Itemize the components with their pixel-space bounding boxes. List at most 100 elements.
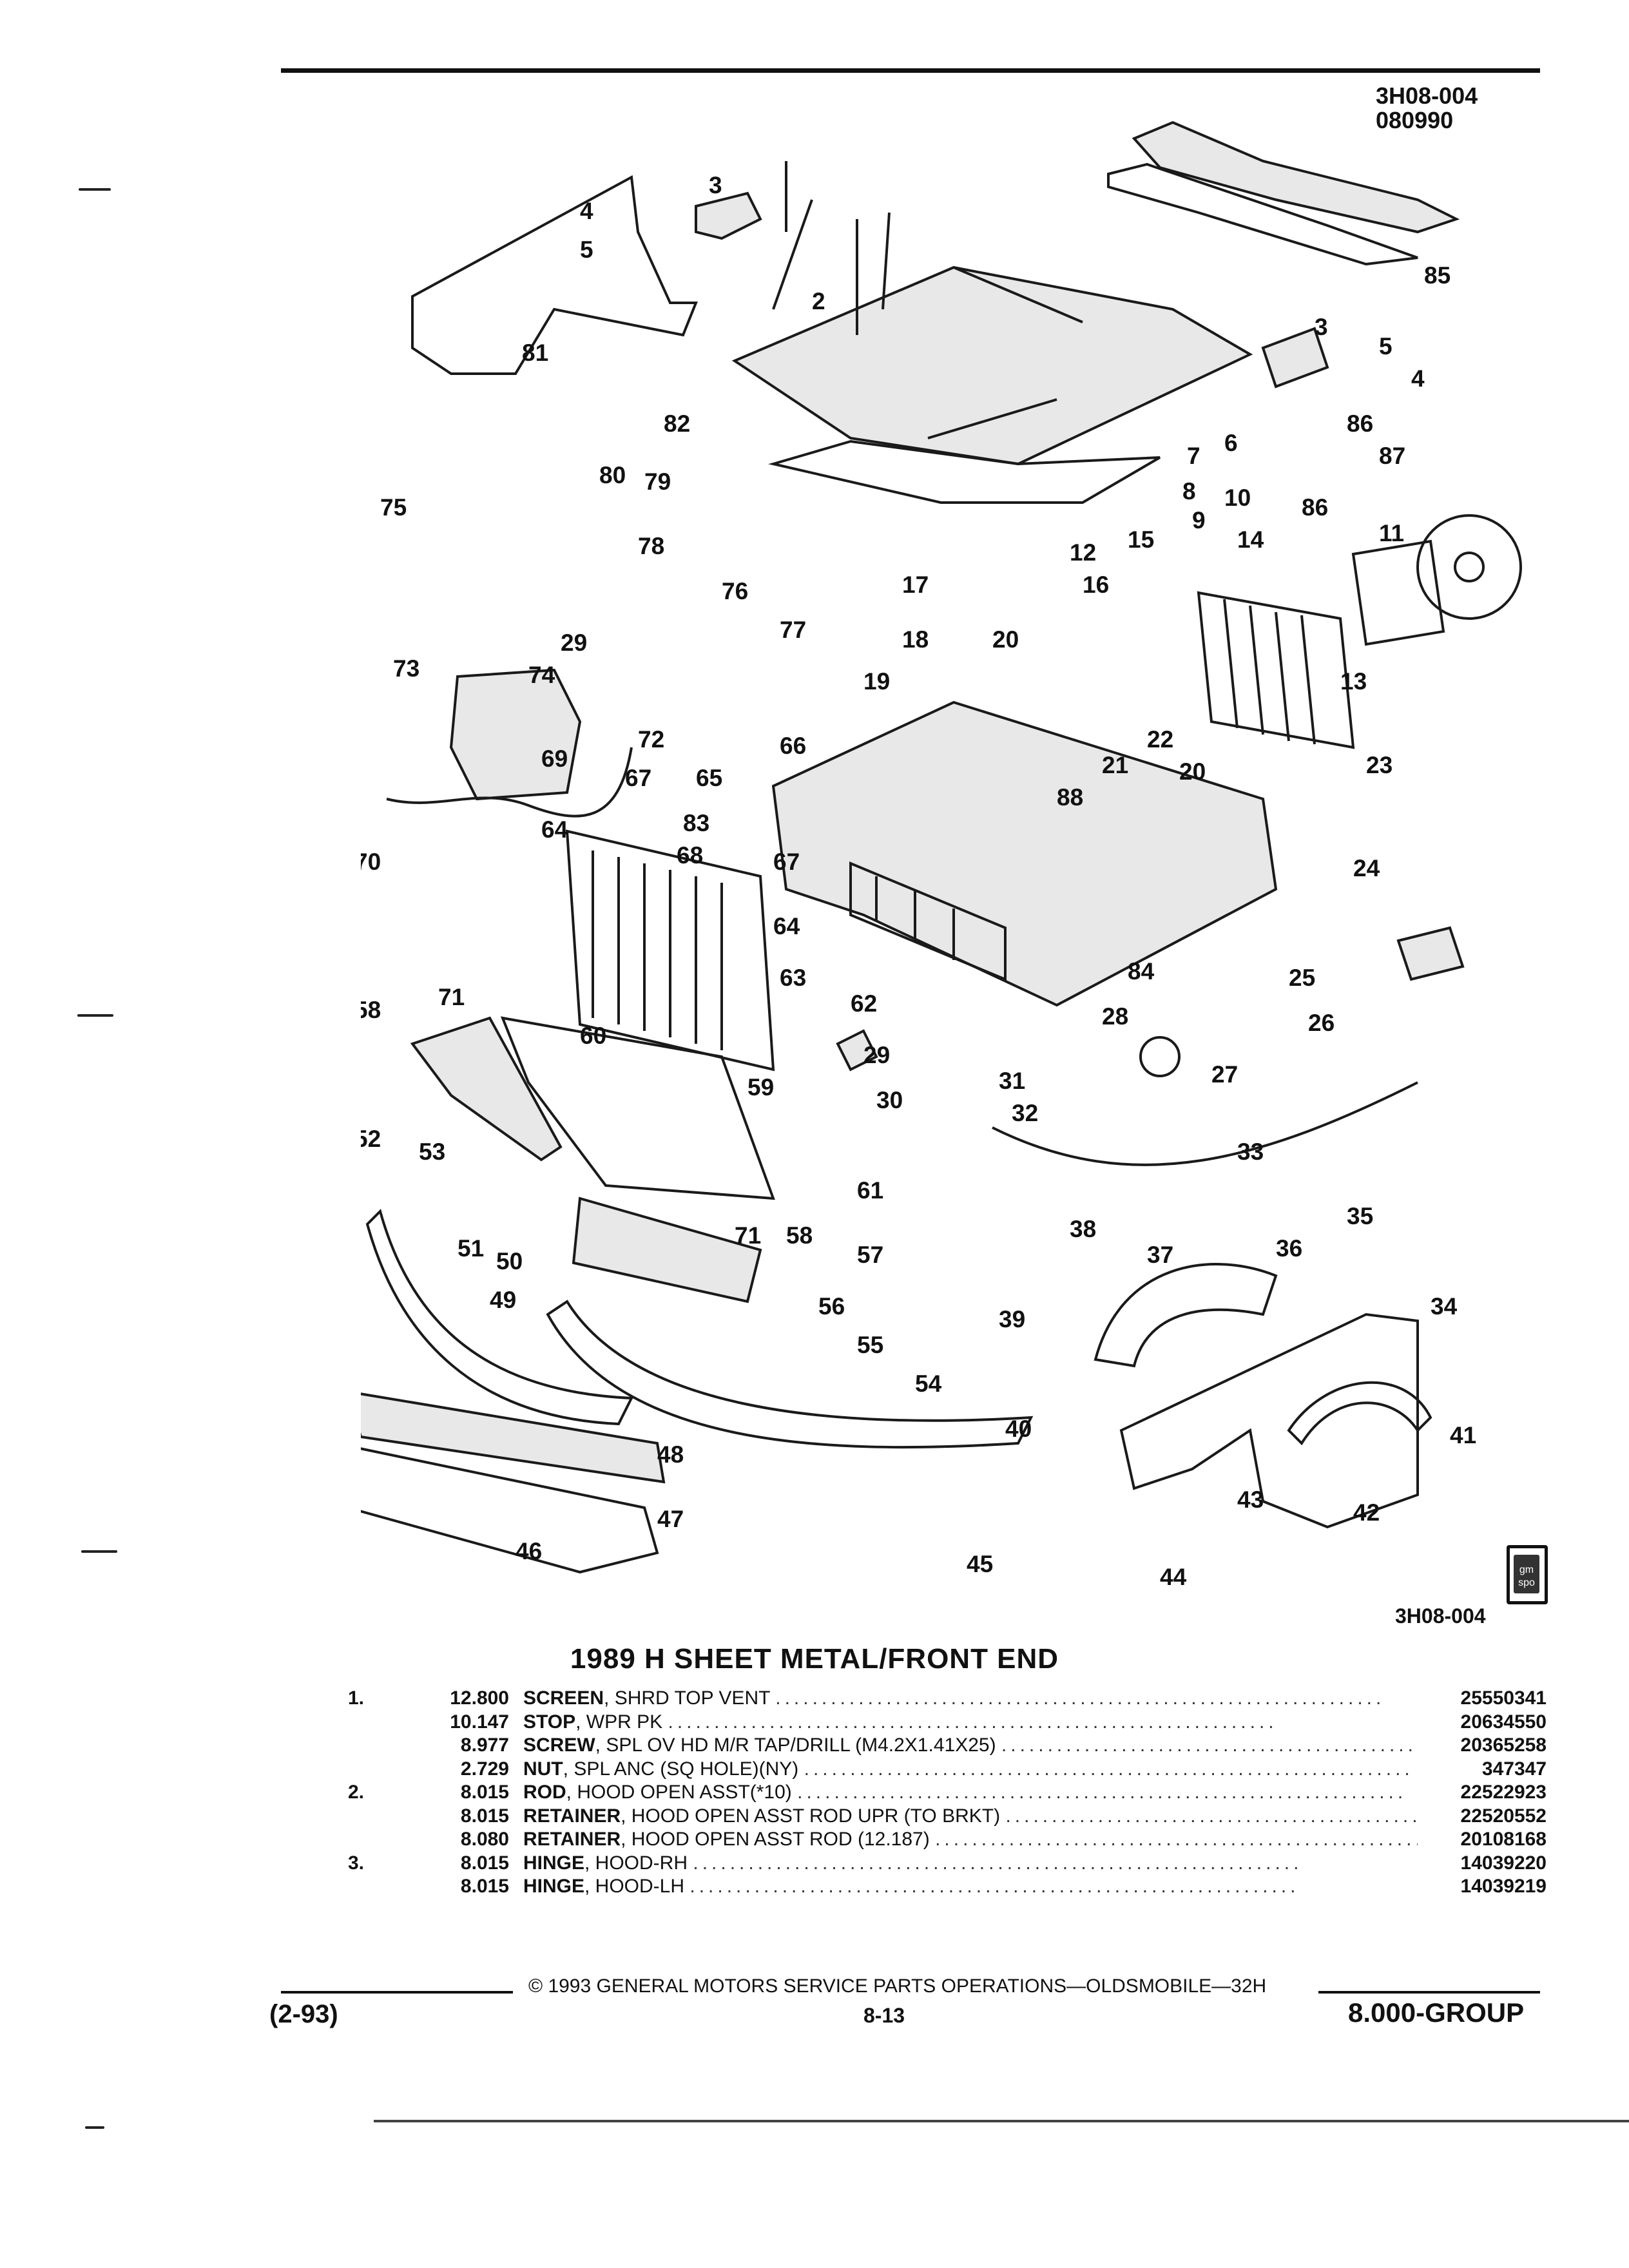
parts-row-name: RETAINER [523,1805,621,1827]
callout-68: 68 [677,842,703,869]
callout-46: 46 [516,1538,542,1564]
part-bumper-absorber [346,1390,666,1484]
parts-row-group: 8.015 [460,1805,509,1827]
callout-75: 75 [380,494,407,521]
parts-row-detail: , SHRD TOP VENT [604,1687,770,1709]
margin-punch-mark [81,1550,117,1553]
leader-dots: ........................................… [1001,1735,1418,1756]
callout-73: 73 [393,655,419,682]
parts-row: 1. 12.800 SCREEN, SHRD TOP VENT ........… [348,1687,1547,1711]
callout-67: 67 [625,765,651,791]
callout-48: 48 [657,1441,684,1468]
parts-row-index: 1. [348,1687,365,1709]
callout-59: 59 [747,1074,774,1100]
callout-42: 42 [1353,1499,1380,1526]
callout-61: 61 [857,1177,883,1204]
callout-67b: 67 [773,849,800,875]
part-bumper-reinforcement [365,1209,634,1426]
callout-9: 9 [1192,507,1206,533]
callout-71: 71 [438,984,465,1010]
callout-62: 62 [851,990,877,1017]
callout-20: 20 [992,626,1019,653]
callout-34: 34 [1431,1293,1458,1320]
top-rule [281,68,1540,73]
part-shroud-top-vent-screen [1132,120,1460,234]
callout-16: 16 [1083,572,1109,598]
parts-row-group: 8.015 [460,1876,509,1897]
footer-rule-right [1318,1991,1540,1994]
callout-82: 82 [664,410,690,437]
parts-row-name: NUT [523,1758,563,1780]
leader-dots: ........................................… [689,1876,1300,1897]
illustration-date-code: 080990 [1376,107,1454,133]
callout-85: 85 [1424,262,1451,289]
part-horn [1139,1036,1181,1077]
callout-26: 26 [1308,1010,1335,1036]
callout-49: 49 [490,1287,516,1313]
parts-row-index: 3. [348,1852,365,1874]
callout-71b: 71 [735,1222,761,1249]
callout-64: 64 [541,816,568,843]
callout-72: 72 [638,726,664,753]
callout-77: 77 [780,617,806,643]
part-hood-strut-left [772,161,813,310]
callout-labels: 1 2 3 3 4 4 5 5 6 7 8 9 10 11 12 13 14 1… [354,69,1476,1590]
callout-87: 87 [1379,443,1405,469]
callout-41: 41 [1450,1422,1476,1448]
leader-dots: ........................................… [804,1758,1414,1780]
parts-row-description: NUT, SPL ANC (SQ HOLE)(NY) .............… [523,1758,1418,1782]
callout-38: 38 [1070,1216,1096,1242]
part-fender-upper-left [411,175,698,375]
part-grille-right [572,1196,762,1303]
callout-69: 69 [541,745,568,772]
part-inner-fender [1094,1263,1278,1368]
callout-3b: 3 [1315,314,1328,340]
margin-punch-mark [79,188,111,191]
callout-88: 88 [1057,784,1083,811]
callout-15: 15 [1128,526,1154,553]
parts-row-detail: , HOOD OPEN ASST ROD UPR (TO BRKT) [621,1805,1001,1827]
callout-20b: 20 [1179,758,1206,785]
parts-row-detail: , SPL ANC (SQ HOLE)(NY) [563,1758,799,1780]
callout-51: 51 [458,1235,484,1262]
callout-29b: 29 [863,1042,890,1068]
parts-row-group: 12.800 [450,1687,509,1709]
part-latch-assembly [1396,926,1465,981]
gm-spo-logo-text: gm spo [1514,1555,1539,1593]
parts-row-part-number: 22522923 [1460,1782,1547,1803]
parts-list: 1. 12.800 SCREEN, SHRD TOP VENT ........… [348,1687,1547,1899]
part-condenser [1197,591,1355,749]
parts-row-group: 8.015 [460,1782,509,1803]
callout-11: 11 [1379,520,1404,546]
margin-punch-mark [77,1014,113,1017]
callout-86: 86 [1347,410,1373,437]
part-head-lamp-left [836,1029,878,1072]
callout-27: 27 [1211,1061,1238,1088]
parts-row-index: 2. [348,1782,365,1803]
callout-33: 33 [1237,1139,1264,1165]
footer-revision-date: (2-93) [269,2000,338,2028]
part-hood-strut-right [856,212,891,335]
parts-row: 10.147 STOP, WPR PK ....................… [348,1711,1547,1735]
callout-64b: 64 [773,913,800,939]
illustration-code: 3H08-004 [1376,82,1478,109]
callout-18: 18 [902,626,929,653]
callout-21: 21 [1102,752,1128,778]
parts-row-name: STOP [523,1711,576,1733]
parts-row-name: RETAINER [523,1829,621,1850]
callout-63: 63 [780,965,806,991]
parts-row-detail: , HOOD OPEN ASST ROD (12.187) [621,1829,930,1850]
parts-row-group: 8.080 [460,1829,509,1850]
callout-58: 58 [361,997,381,1023]
parts-row-description: STOP, WPR PK ...........................… [523,1711,1418,1735]
callout-24: 24 [1353,855,1380,881]
part-grille-left [410,1016,563,1162]
callout-7: 7 [1187,443,1200,469]
part-fender-right [1119,1312,1419,1529]
parts-row-name: ROD [523,1782,566,1803]
part-radiator-support-panel [500,1016,775,1200]
parts-row-description: HINGE, HOOD-RH .........................… [523,1852,1418,1876]
footer-group-code: 8.000-GROUP [1348,1997,1525,2028]
callout-86b: 86 [1302,494,1328,521]
part-cooling-fan [1416,514,1522,620]
